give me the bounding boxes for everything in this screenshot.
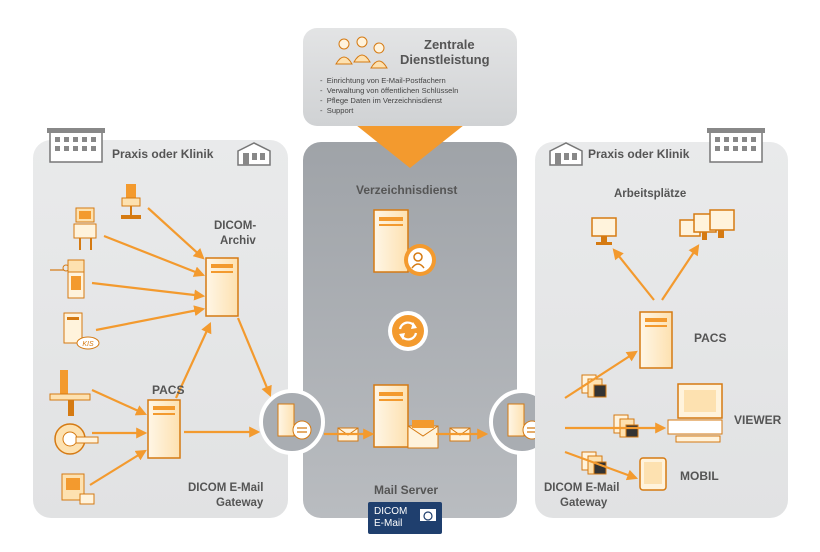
xray-device-icon: [121, 184, 141, 219]
left-panel-title: Praxis oder Klinik: [112, 147, 214, 161]
envelope-at-icon: [420, 509, 436, 521]
central-service-title-1: Zentrale: [424, 37, 475, 52]
hospital-icon: [47, 128, 105, 163]
tablet-icon: [639, 457, 667, 491]
mail-stack-icon: [407, 420, 439, 449]
mammography-icon: [61, 473, 95, 505]
left-pacs-label: PACS: [152, 383, 185, 397]
workstations-label: Arbeitsplätze: [614, 188, 687, 200]
left-pacs-server-icon: [147, 399, 181, 459]
central-service-title-2: Dienstleistung: [400, 52, 490, 67]
central-service-funnel: [356, 125, 464, 168]
viewer-computer-icon: [667, 383, 723, 443]
people-group-icon: [335, 36, 388, 69]
right-pacs-label: PACS: [694, 331, 727, 345]
mail-server-label: Mail Server: [374, 483, 439, 497]
ultrasound-device-icon: [73, 207, 97, 250]
hospital-icon-right: [707, 128, 765, 163]
kis-badge: KIS: [82, 341, 94, 348]
workstation-multi-icon: [679, 209, 735, 240]
mri-scanner-icon: [54, 423, 99, 455]
practice-house-icon: [237, 142, 271, 166]
right-gateway-label-2: Gateway: [560, 497, 608, 509]
practice-house-icon-right: [549, 142, 583, 166]
directory-server-icon: [373, 209, 409, 273]
directory-badge-icon: [404, 244, 436, 276]
right-panel-title: Praxis oder Klinik: [588, 147, 690, 161]
right-pacs-server-icon: [639, 311, 673, 369]
left-arrows: [89, 207, 272, 486]
ct-table-icon: [49, 370, 91, 416]
central-service-box: [303, 28, 517, 126]
mail-server-icon: [373, 384, 409, 448]
left-gateway-node: [259, 389, 325, 455]
right-arrows: [564, 244, 700, 481]
workstation-single-icon: [591, 217, 617, 245]
ecg-device-icon: [50, 259, 85, 299]
central-service-item-4: - Support: [320, 106, 354, 115]
left-gateway-label-1: DICOM E-Mail: [188, 482, 264, 494]
dicom-archive-label-2: Archiv: [220, 235, 256, 247]
dicom-archive-label-1: DICOM-: [214, 220, 257, 232]
central-service-item-3: - Pflege Daten im Verzeichnisdienst: [320, 96, 442, 105]
right-gateway-label-1: DICOM E-Mail: [544, 482, 620, 494]
viewer-label: VIEWER: [734, 413, 782, 427]
dicom-archive-server-icon: [205, 257, 239, 317]
central-service-item-2: - Verwaltung von öffentlichen Schlüsseln: [320, 86, 459, 95]
dicom-email-logo-text-1: DICOM: [374, 506, 408, 517]
dicom-email-logo-text-2: E-Mail: [374, 518, 403, 529]
left-gateway-label-2: Gateway: [216, 497, 264, 509]
sync-icon: [388, 311, 428, 351]
kis-server-icon: [63, 312, 100, 350]
mobil-label: MOBIL: [680, 469, 719, 483]
central-service-item-1: - Einrichtung von E-Mail-Postfachern: [320, 76, 446, 85]
directory-label: Verzeichnisdienst: [356, 183, 458, 197]
data-packet-icon-top: [581, 374, 607, 398]
left-panel: [33, 140, 288, 518]
